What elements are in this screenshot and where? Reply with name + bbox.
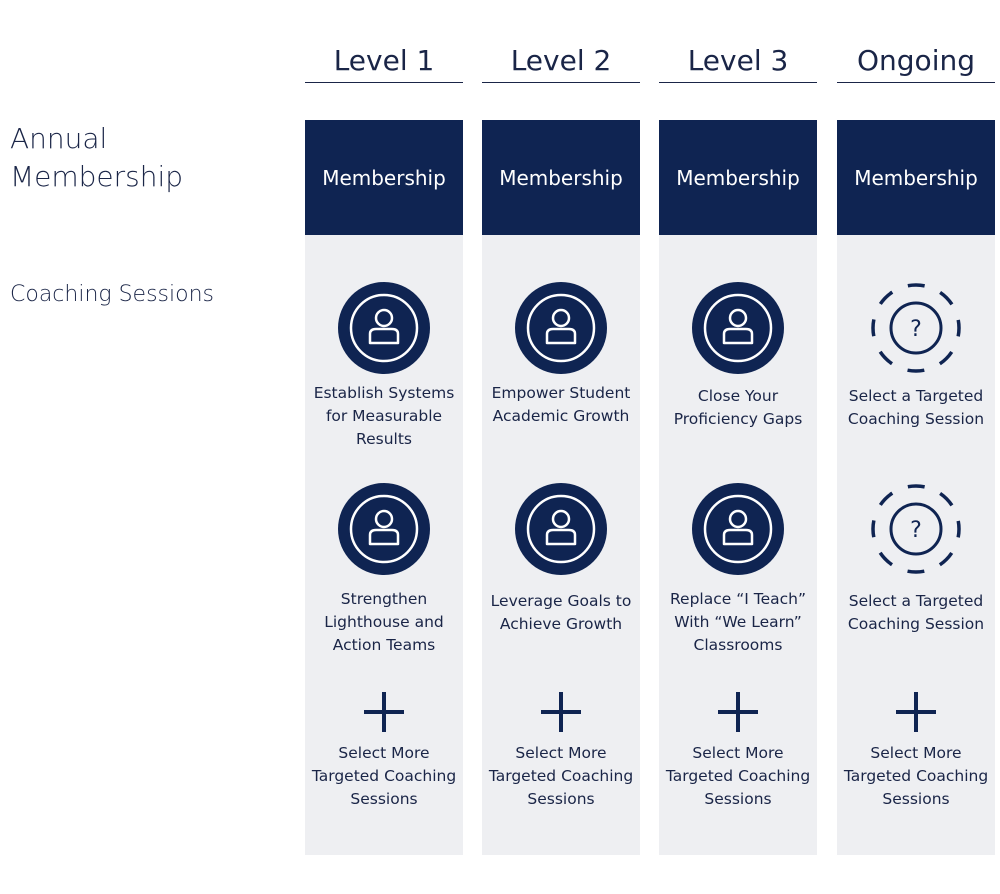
session-text: Replace “I Teach” With “We Learn” Classr… <box>669 590 806 654</box>
session-text: Empower Student Academic Growth <box>491 384 631 425</box>
person-icon[interactable] <box>336 481 432 577</box>
membership-block[interactable]: Membership <box>837 120 995 235</box>
membership-label: Membership <box>676 165 800 190</box>
sessions-panel: Close Your Proficiency Gaps Replace “I T… <box>659 235 817 855</box>
session-text: Select a Targeted Coaching Session <box>847 387 985 428</box>
column-header: Level 1 <box>305 42 463 83</box>
sessions-panel: Establish Systems for Measurable Results… <box>305 235 463 855</box>
column-level-3: Level 3 Membership Close Your Proficienc… <box>659 0 817 894</box>
session-text: Select a Targeted Coaching Session <box>847 592 985 633</box>
plus-icon[interactable] <box>362 690 406 734</box>
select-more-text: Select More Targeted Coaching Sessions <box>311 744 457 808</box>
plus-icon[interactable] <box>716 690 760 734</box>
svg-text:?: ? <box>910 317 922 342</box>
membership-block[interactable]: Membership <box>305 120 463 235</box>
column-level-1: Level 1 Membership Establish Systems for… <box>305 0 463 894</box>
annual-membership-label: Annual Membership <box>10 122 184 193</box>
membership-label: Membership <box>854 165 978 190</box>
session-text: Establish Systems for Measurable Results <box>313 384 455 448</box>
person-icon[interactable] <box>513 481 609 577</box>
column-header: Ongoing <box>837 42 995 83</box>
coaching-sessions-label: Coaching Sessions <box>10 282 214 307</box>
session-text: Leverage Goals to Achieve Growth <box>490 592 632 633</box>
question-icon[interactable]: ? <box>868 280 964 376</box>
person-icon[interactable] <box>690 481 786 577</box>
column-header: Level 3 <box>659 42 817 83</box>
membership-label: Membership <box>322 165 446 190</box>
plus-icon[interactable] <box>539 690 583 734</box>
column-ongoing: Ongoing Membership ? Select a Targeted C… <box>837 0 995 894</box>
membership-block[interactable]: Membership <box>659 120 817 235</box>
membership-label: Membership <box>499 165 623 190</box>
person-icon[interactable] <box>513 280 609 376</box>
person-icon[interactable] <box>336 280 432 376</box>
select-more-text: Select More Targeted Coaching Sessions <box>488 744 634 808</box>
person-icon[interactable] <box>690 280 786 376</box>
select-more-text: Select More Targeted Coaching Sessions <box>665 744 811 808</box>
sessions-panel: ? Select a Targeted Coaching Session ? S… <box>837 235 995 855</box>
question-icon[interactable]: ? <box>868 481 964 577</box>
sessions-panel: Empower Student Academic Growth Leverage… <box>482 235 640 855</box>
plus-icon[interactable] <box>894 690 938 734</box>
column-header: Level 2 <box>482 42 640 83</box>
svg-text:?: ? <box>910 518 922 543</box>
session-text: Close Your Proficiency Gaps <box>673 387 803 428</box>
session-text: Strengthen Lighthouse and Action Teams <box>324 590 444 654</box>
membership-block[interactable]: Membership <box>482 120 640 235</box>
column-level-2: Level 2 Membership Empower Student Acade… <box>482 0 640 894</box>
select-more-text: Select More Targeted Coaching Sessions <box>843 744 989 808</box>
